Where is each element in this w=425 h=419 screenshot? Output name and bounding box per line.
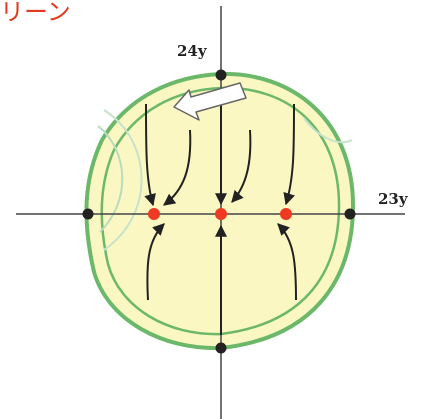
black-dot-bottom — [216, 343, 227, 354]
vertical-axis-label: 24y — [177, 42, 207, 60]
black-dot-top — [216, 70, 227, 81]
horizontal-axis-label: 23y — [378, 190, 408, 208]
red-dot — [148, 208, 160, 220]
black-dot-right — [345, 209, 356, 220]
red-dot — [280, 208, 292, 220]
red-dot — [215, 208, 227, 220]
black-dot-left — [83, 209, 94, 220]
